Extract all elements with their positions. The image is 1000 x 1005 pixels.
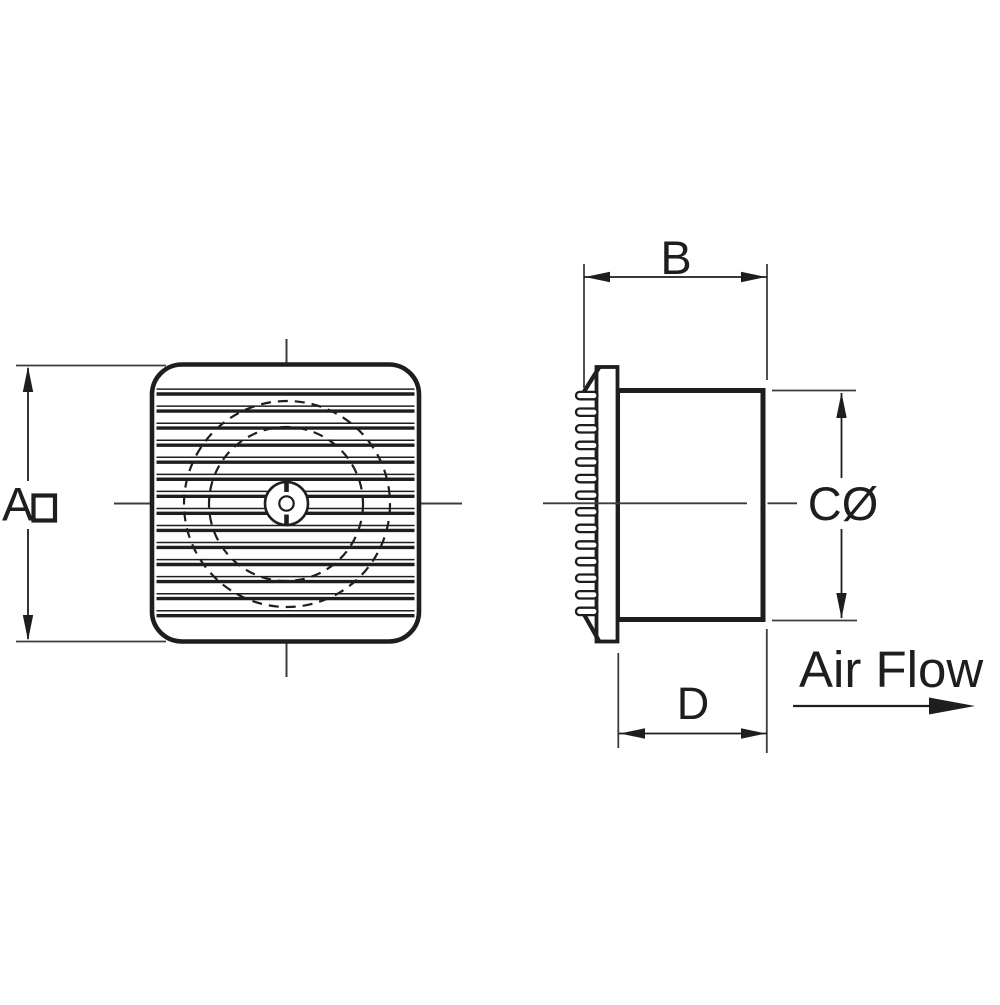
- dim-d-label: D: [677, 678, 710, 729]
- louver-fin: [574, 506, 599, 517]
- dim-d-arrow-right-icon: [741, 728, 766, 739]
- flange-top-slant: [581, 366, 601, 395]
- dim-c-arrow-up-icon: [836, 392, 847, 418]
- side-view: [543, 365, 797, 644]
- dim-c-label: CØ: [808, 477, 879, 530]
- air-flow-arrow-icon: [929, 697, 975, 715]
- hub-center-circle: [278, 495, 295, 512]
- hub-tick-bottom: [284, 514, 289, 526]
- dim-b-label: B: [660, 231, 691, 284]
- louver-fin: [574, 407, 599, 418]
- grille-louvers: [156, 388, 415, 618]
- air-flow: Air Flow: [793, 641, 983, 715]
- louver-fin: [574, 589, 599, 600]
- flange-bottom-slant: [581, 611, 601, 643]
- front-view: [114, 339, 462, 677]
- air-flow-label: Air Flow: [799, 641, 983, 698]
- hub-tick-top: [284, 480, 289, 492]
- fan-outer-dashed-circle: [182, 399, 392, 609]
- louver-fins: [574, 390, 599, 617]
- louver-fin: [574, 606, 599, 617]
- louver-fin: [574, 540, 599, 550]
- fan-inner-dashed-circle: [207, 425, 365, 583]
- louver-fin: [574, 573, 599, 584]
- dim-c-arrow-down-icon: [836, 593, 847, 619]
- dim-b-arrow-left-icon: [585, 271, 610, 283]
- flange-plate: [594, 365, 620, 644]
- dim-a-arrow-up-icon: [22, 366, 34, 392]
- louver-fin: [574, 423, 599, 434]
- dim-d-arrow-left-icon: [620, 728, 645, 739]
- square-section-symbol-icon: [31, 493, 58, 523]
- dim-a-arrow-down-icon: [22, 615, 34, 641]
- dimension-c-diameter: CØ: [772, 389, 879, 622]
- dimension-a: A: [2, 364, 166, 643]
- dimension-d: D: [617, 629, 768, 753]
- dim-a-label: A: [2, 478, 34, 531]
- duct-body: [615, 388, 766, 622]
- louver-fin: [574, 390, 599, 401]
- louver-fin: [574, 523, 599, 534]
- louver-fin: [574, 556, 599, 567]
- louver-fin: [574, 490, 599, 501]
- louver-fin: [574, 440, 599, 451]
- dimension-b: B: [583, 231, 768, 388]
- louver-fin: [574, 457, 599, 467]
- dim-b-arrow-right-icon: [741, 271, 766, 283]
- louver-fin: [574, 473, 599, 484]
